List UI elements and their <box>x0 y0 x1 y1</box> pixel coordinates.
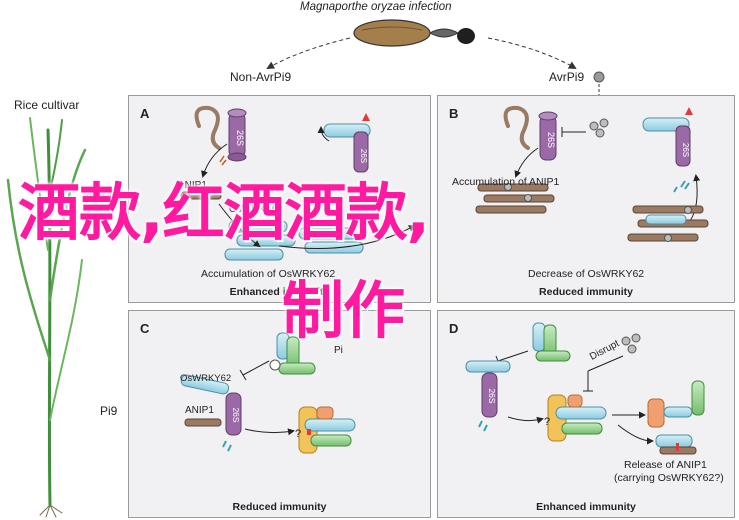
panel-letter: D <box>449 321 459 336</box>
rice-plant-icon <box>6 117 87 518</box>
wrky-decrease-icon <box>627 205 709 242</box>
pi9-receptor-icon <box>532 322 571 362</box>
wrky-label: OsWRKY62 <box>229 204 283 215</box>
panel-a: A 26S 26S ANI <box>128 95 431 303</box>
proteasome-icon: 26S <box>227 108 247 162</box>
wrky-protein-icon <box>180 374 230 395</box>
anip1-accumulation-icon <box>475 183 555 214</box>
infection-title: Magnaporthe oryzae infection <box>300 1 452 13</box>
branch-label-avrpi9: AvrPi9 <box>549 70 585 84</box>
anip1-protein-icon <box>180 191 222 200</box>
wrky-complex-icon: 26S <box>642 107 693 167</box>
pi9-receptor-icon <box>269 332 316 375</box>
branch-arrow-right <box>487 37 577 69</box>
proteasome-icon: 26S <box>225 392 242 436</box>
pi9-row-label: Pi9 <box>100 404 118 418</box>
branch-arrow-left <box>266 37 351 69</box>
rice-cultivar-label: Rice cultivar <box>14 98 80 112</box>
svg-text:26S: 26S <box>359 149 368 163</box>
wrky-protein-icon <box>465 360 511 373</box>
panel-caption: Reduced immunity <box>232 501 327 513</box>
fungus-spore-icon <box>353 19 475 47</box>
branch-label-non-avrpi9: Non-AvrPi9 <box>230 70 292 84</box>
anip1-label: ANIP1 <box>185 405 214 416</box>
panel-caption: Enhanced immunity <box>536 501 636 513</box>
wrky-decrease-label: Decrease of OsWRKY62 <box>528 268 645 280</box>
overlay-title-line2: 制作 <box>282 274 405 347</box>
proteasome-icon: 26S <box>538 111 558 161</box>
overlay-title-line1: 酒款,红酒酒款, <box>18 176 430 249</box>
panel-b: B 26S 26S <box>437 95 735 303</box>
panel-letter: C <box>140 321 150 336</box>
wrky-complex-icon: 26S <box>323 113 371 173</box>
panel-caption: Enhanced immunity <box>229 286 330 298</box>
pi9-label: Pi <box>334 345 343 356</box>
wrky-accumulation-icon <box>224 220 364 261</box>
svg-text:26S: 26S <box>235 130 245 146</box>
anip1-accumulation-label: Accumulation of ANIP1 <box>452 176 560 188</box>
panel-c: C 26S ? Pi OsWRKY62 A <box>128 310 431 518</box>
svg-text:26S: 26S <box>487 388 497 403</box>
avrpi9-effector-icon <box>593 71 605 83</box>
proteasome-icon: 26S <box>481 372 498 418</box>
effector-cluster-icon <box>621 333 641 354</box>
svg-text:?: ? <box>544 416 550 428</box>
effector-cluster-icon <box>589 118 609 138</box>
release-label-line1: Release of ANIP1 <box>624 459 707 471</box>
complex-question-icon: ? <box>544 394 607 442</box>
released-anip1-icon <box>655 434 697 455</box>
anip1-protein-icon <box>184 418 222 427</box>
svg-text:26S: 26S <box>546 132 556 148</box>
release-label-line2: (carrying OsWRKY62?) <box>614 472 724 484</box>
accumulation-label: Accumulation of OsWRKY62 <box>201 268 336 280</box>
svg-text:26S: 26S <box>231 407 241 422</box>
non-pi9-row-label: on-Pi9 <box>86 191 118 203</box>
panel-caption: Reduced immunity <box>539 286 633 298</box>
wrky-label: OsWRKY62 <box>180 373 232 384</box>
panel-letter: B <box>449 106 459 121</box>
panel-d: D 26S ? <box>437 310 735 518</box>
svg-text:?: ? <box>295 428 301 440</box>
svg-text:26S: 26S <box>681 143 690 157</box>
complex-question-icon: ? <box>295 406 356 454</box>
anip1-label: ANIP1 <box>178 180 207 191</box>
panel-letter: A <box>140 106 150 121</box>
released-pi9-icon <box>647 380 705 428</box>
